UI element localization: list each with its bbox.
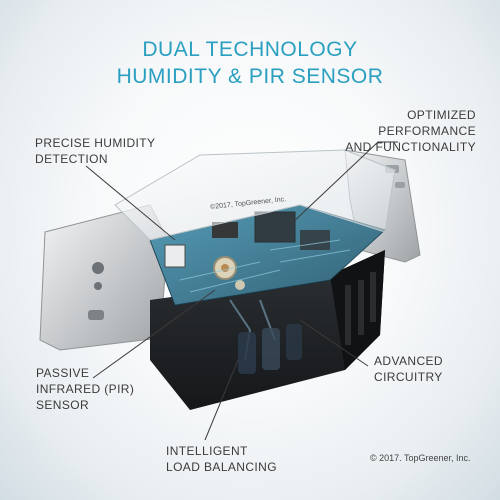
- callout-advanced-circuitry: ADVANCED CIRCUITRY: [374, 353, 443, 385]
- transparent-cover: [114, 149, 396, 305]
- callout-optimized-performance: OPTIMIZED PERFORMANCE AND FUNCTIONALITY: [326, 107, 476, 155]
- callout-performance-line-2: AND FUNCTIONALITY: [345, 140, 476, 154]
- callout-performance-line-1: OPTIMIZED PERFORMANCE: [378, 108, 476, 138]
- headline-line-1: DUAL TECHNOLOGY: [142, 38, 358, 61]
- callout-load-line-2: LOAD BALANCING: [166, 460, 277, 474]
- callout-circuitry-line-2: CIRCUITRY: [374, 370, 443, 384]
- copyright-notice: © 2017. TopGreener, Inc.: [370, 453, 471, 463]
- callout-load-line-1: INTELLIGENT: [166, 444, 248, 458]
- callout-humidity-detection: PRECISE HUMIDITY DETECTION: [35, 135, 155, 167]
- headline-line-2: HUMIDITY & PIR SENSOR: [116, 65, 384, 88]
- callout-pir-sensor: PASSIVE INFRARED (PIR) SENSOR: [36, 365, 134, 413]
- callout-humidity-line-2: DETECTION: [35, 152, 108, 166]
- callout-pir-line-1: PASSIVE: [36, 366, 90, 380]
- circuit-board: [149, 204, 386, 361]
- internal-components: [238, 324, 302, 374]
- callout-pir-line-2: INFRARED (PIR): [36, 382, 135, 396]
- callout-humidity-line-1: PRECISE HUMIDITY: [35, 136, 156, 150]
- callout-lines: [85, 141, 398, 441]
- callout-load-balancing: INTELLIGENT LOAD BALANCING: [166, 443, 277, 475]
- callout-pir-line-3: SENSOR: [36, 398, 90, 412]
- callout-circuitry-line-1: ADVANCED: [374, 354, 443, 368]
- left-mounting-plate: [39, 204, 169, 351]
